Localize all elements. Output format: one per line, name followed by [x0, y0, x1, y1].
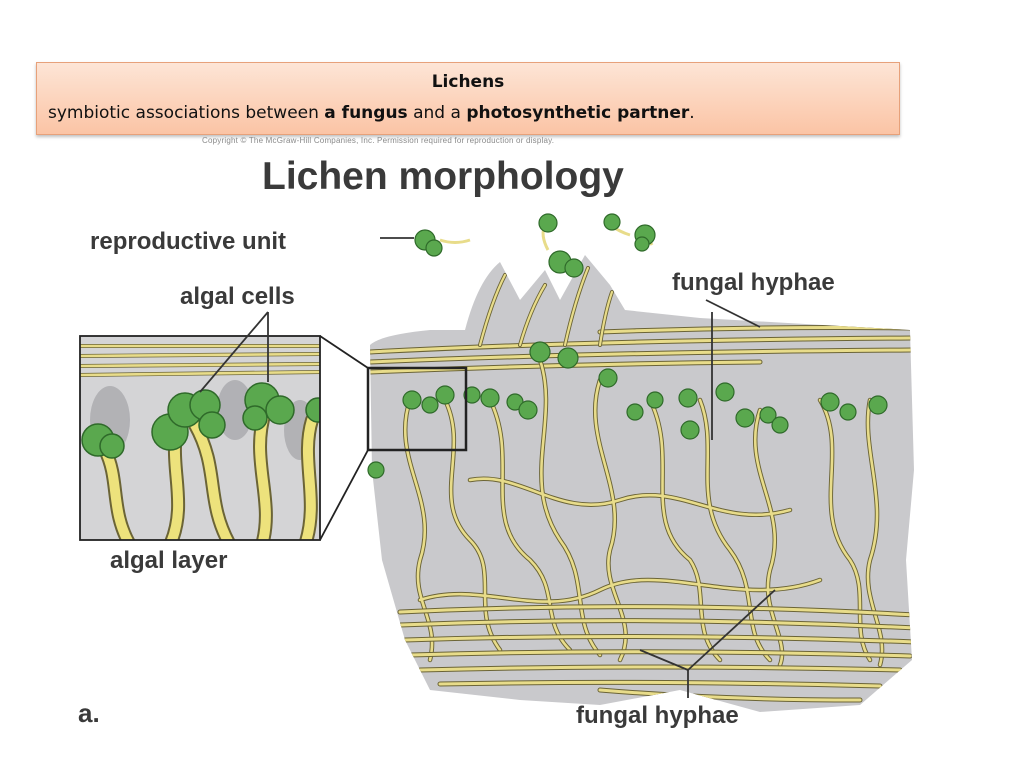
label-algal-layer: algal layer [110, 547, 227, 574]
slide-subtitle: symbiotic associations between a fungus … [48, 103, 695, 123]
zoom-connector-lines [319, 335, 369, 541]
label-panel-a: a. [78, 698, 100, 728]
zoom-region-box [366, 366, 468, 452]
algal-cell-cluster [367, 341, 888, 479]
reproductive-units [414, 213, 656, 278]
subtitle-text-1: symbiotic associations between [48, 103, 325, 123]
copyright-notice: Copyright © The McGraw-Hill Companies, I… [202, 136, 555, 145]
slide-title: Lichens [431, 72, 505, 92]
diagram-heading: Lichen morphology [262, 155, 624, 198]
subtitle-text-end: . [689, 103, 695, 123]
title-box: Lichens symbiotic associations between a… [36, 62, 900, 135]
subtitle-bold-fungus: a fungus [324, 103, 408, 123]
subtitle-bold-partner: photosynthetic partner [466, 103, 690, 123]
subtitle-text-2: and a [407, 103, 467, 123]
label-reproductive-unit: reproductive unit [90, 228, 286, 255]
inset-algal-cells [81, 382, 320, 459]
label-leader-lines [199, 237, 776, 698]
magnified-inset [79, 335, 321, 541]
label-fungal-hyphae-top: fungal hyphae [672, 269, 835, 296]
label-algal-cells: algal cells [180, 283, 295, 310]
label-fungal-hyphae-bottom: fungal hyphae [576, 702, 739, 729]
